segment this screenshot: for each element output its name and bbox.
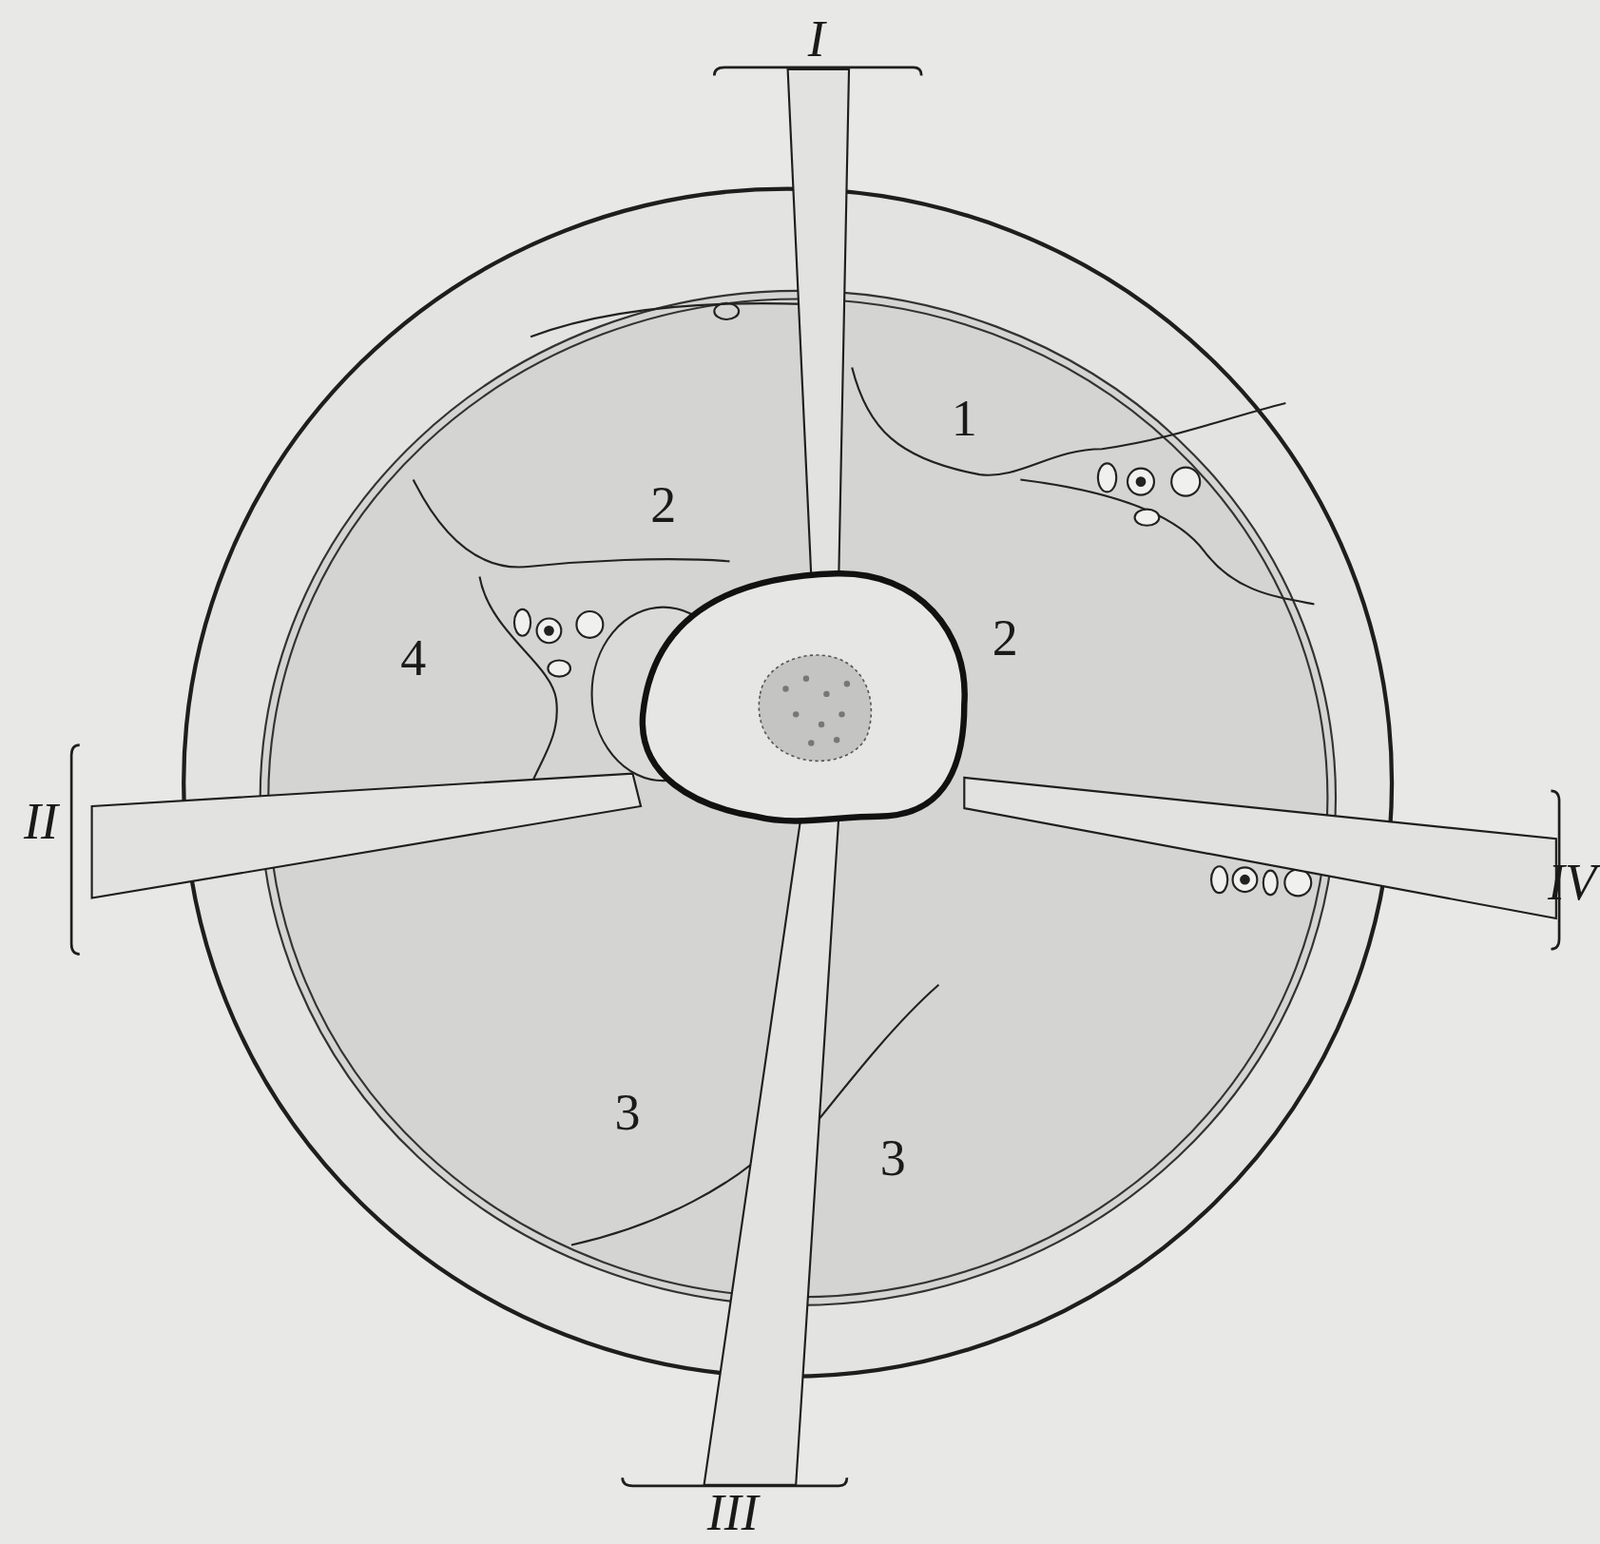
callout-number: 1 [951, 392, 978, 444]
septum-label: III [707, 1486, 759, 1539]
septum-label: I [808, 13, 826, 65]
callout-number: 2 [992, 612, 1019, 664]
callout-number: 2 [650, 479, 676, 531]
callout-number: 3 [615, 1086, 641, 1138]
callout-number: 3 [880, 1132, 907, 1184]
septum-label: IV [1547, 856, 1597, 908]
septum-label: II [23, 795, 58, 848]
callout-number: 4 [400, 632, 426, 684]
